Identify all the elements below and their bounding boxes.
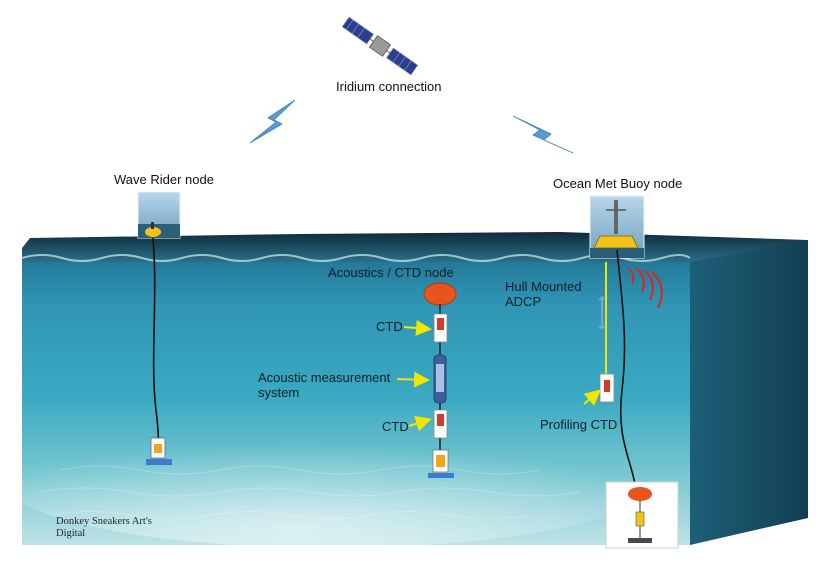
profiling-ctd-label: Profiling CTD	[540, 417, 618, 432]
hull-adcp-label-line1: Hull Mounted	[505, 279, 582, 294]
ctd-top-icon	[433, 313, 448, 343]
profiling-ctd-icon	[599, 373, 615, 403]
iridium-label: Iridium connection	[336, 79, 442, 94]
ocean-met-buoy-photo	[589, 195, 645, 259]
acoustic-system-label-line2: system	[258, 385, 300, 400]
ocean-met-label: Ocean Met Buoy node	[553, 176, 683, 191]
seabed-ripples	[39, 465, 581, 519]
acoustic-system-label-line1: Acoustic measurement	[258, 370, 391, 385]
ocean-side-face	[690, 240, 808, 545]
lightning-right-icon	[512, 115, 574, 154]
ctd-top-label: CTD	[376, 319, 403, 334]
wave-rider-label: Wave Rider node	[114, 172, 214, 187]
ctd-bottom-icon	[433, 409, 448, 439]
surface-foam	[21, 254, 691, 262]
callout-arrows	[396, 320, 602, 432]
acoustic-instrument-icon	[433, 354, 447, 404]
credit-line-2: Digital	[56, 528, 86, 540]
image-credit: Donkey Sneakers Art's Digital	[56, 516, 186, 540]
adcp-wave-icon	[627, 267, 663, 309]
ctd-bottom-label: CTD	[382, 419, 409, 434]
acoustics-float	[423, 282, 457, 306]
credit-line-1: Donkey Sneakers Art's	[56, 516, 152, 527]
acoustics-ctd-label: Acoustics / CTD node	[328, 265, 454, 280]
wave-rider-photo	[137, 191, 181, 239]
ocean-met-anchor-photo	[605, 481, 679, 549]
hull-adcp-label-line2: ADCP	[505, 294, 542, 309]
lightning-left-icon	[249, 99, 296, 144]
ocean-met-mooring-line	[616, 249, 637, 491]
wave-rider-anchor-icon	[146, 437, 172, 465]
satellite-icon	[341, 16, 419, 76]
acoustics-anchor-icon	[428, 449, 454, 478]
profiler-direction-arrow	[598, 296, 606, 330]
